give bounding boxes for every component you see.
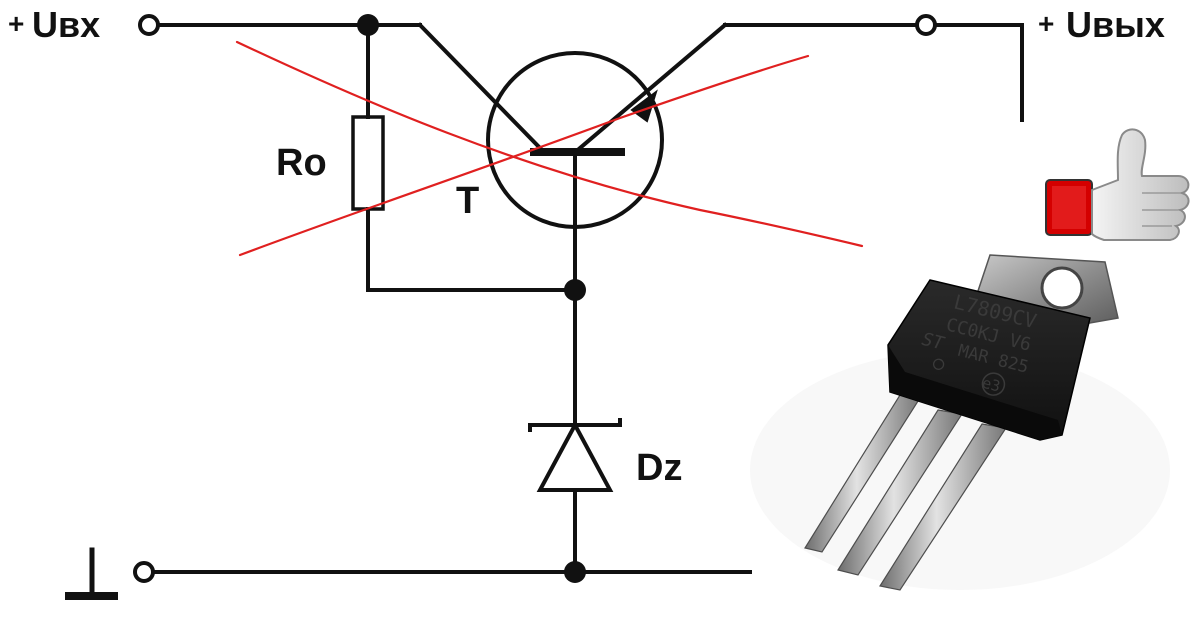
output-plus-label: + bbox=[1038, 8, 1054, 39]
thumbs-up-icon bbox=[1045, 128, 1190, 241]
chip-recycle-mark: e3 bbox=[980, 374, 1002, 396]
input-plus-label: + bbox=[8, 8, 24, 39]
zener-triangle bbox=[536, 420, 614, 492]
ground-icon bbox=[65, 547, 118, 600]
regulator-package: L7809CV CC0KJ V6 MAR 825 ST e3 bbox=[750, 254, 1170, 591]
zener-label: Dz bbox=[636, 447, 682, 489]
chip-recycle-circle bbox=[981, 372, 1006, 396]
schematic bbox=[65, 22, 1024, 600]
collector-lead bbox=[417, 22, 543, 151]
junction-dot bbox=[564, 279, 586, 301]
emitter-lead bbox=[577, 22, 728, 151]
transistor-label: T bbox=[456, 180, 479, 222]
junction-dot bbox=[357, 14, 379, 36]
resistor-label: Ro bbox=[276, 142, 327, 184]
cross-out-mark bbox=[235, 40, 864, 257]
resistor-body bbox=[351, 115, 385, 211]
input-voltage-label: Uвх bbox=[32, 4, 100, 45]
output-voltage-label: Uвых bbox=[1066, 4, 1165, 45]
junction-dot bbox=[564, 561, 586, 583]
regulator-legs bbox=[804, 394, 1008, 591]
zener-bar bbox=[528, 418, 622, 432]
tab-mounting-hole bbox=[1040, 266, 1084, 310]
ground-terminal bbox=[133, 561, 155, 583]
output-terminal bbox=[915, 14, 937, 36]
input-terminal bbox=[138, 14, 160, 36]
